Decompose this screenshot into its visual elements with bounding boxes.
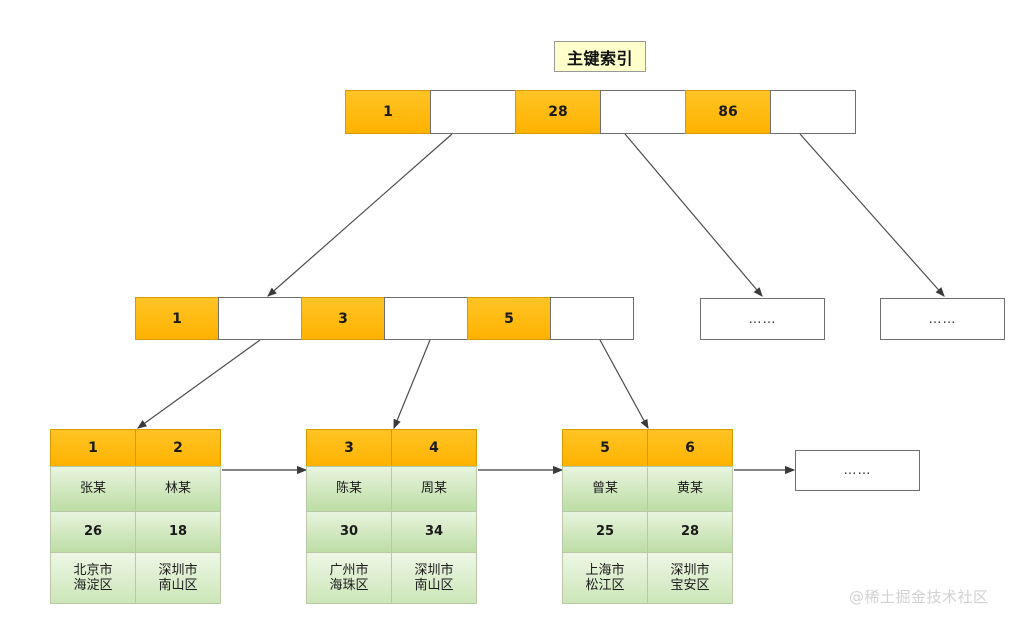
root-cell-pointer-1[interactable]	[430, 90, 516, 134]
leaf-cell-name[interactable]: 张某	[50, 466, 136, 512]
root-cell-key-3[interactable]: 86	[685, 90, 771, 134]
leaf-cell-id[interactable]: 3	[306, 429, 392, 467]
internal-cell-key-2[interactable]: 3	[301, 297, 385, 340]
internal-ellipsis-node-1[interactable]: ……	[700, 298, 825, 340]
leaf-cell-address[interactable]: 深圳市 南山区	[135, 552, 221, 604]
leaf-row-age: 30 34	[306, 511, 478, 553]
leaf-cell-id[interactable]: 6	[647, 429, 733, 467]
leaf-row-name: 张某 林某	[50, 466, 222, 512]
edge-root-to-ellipsis-1	[624, 133, 763, 297]
internal-ellipsis-node-2[interactable]: ……	[880, 298, 1005, 340]
leaf-row-age: 25 28	[562, 511, 734, 553]
root-cell-pointer-2[interactable]	[600, 90, 686, 134]
leaf-cell-address[interactable]: 上海市 松江区	[562, 552, 648, 604]
leaf-cell-id[interactable]: 5	[562, 429, 648, 467]
leaf-node-2[interactable]: 3 4 陈某 周某 30 34 广州市 海珠区 深圳市 南山区	[306, 429, 478, 604]
root-index-node[interactable]: 1 28 86	[345, 90, 856, 134]
leaf-ellipsis-node[interactable]: ……	[795, 450, 920, 491]
leaf-cell-name[interactable]: 黄某	[647, 466, 733, 512]
leaf-row-address: 上海市 松江区 深圳市 宝安区	[562, 552, 734, 604]
leaf-row-id: 1 2	[50, 429, 222, 467]
leaf-cell-id[interactable]: 1	[50, 429, 136, 467]
leaf-cell-address[interactable]: 广州市 海珠区	[306, 552, 392, 604]
leaf-row-name: 曾某 黄某	[562, 466, 734, 512]
edge-internal-to-leaf-2	[393, 339, 431, 430]
internal-cell-key-1[interactable]: 1	[135, 297, 219, 340]
leaf-cell-age[interactable]: 30	[306, 511, 392, 553]
leaf-row-id: 3 4	[306, 429, 478, 467]
page-title: 主键索引	[554, 41, 646, 72]
edge-internal-to-leaf-3	[599, 339, 649, 430]
leaf-cell-age[interactable]: 18	[135, 511, 221, 553]
leaf-node-1[interactable]: 1 2 张某 林某 26 18 北京市 海淀区 深圳市 南山区	[50, 429, 222, 604]
leaf-cell-address[interactable]: 深圳市 宝安区	[647, 552, 733, 604]
leaf-cell-age[interactable]: 26	[50, 511, 136, 553]
leaf-cell-name[interactable]: 周某	[391, 466, 477, 512]
leaf-cell-id[interactable]: 4	[391, 429, 477, 467]
internal-cell-pointer-2[interactable]	[384, 297, 468, 340]
internal-cell-pointer-3[interactable]	[550, 297, 634, 340]
leaf-cell-address[interactable]: 深圳市 南山区	[391, 552, 477, 604]
internal-cell-pointer-1[interactable]	[218, 297, 302, 340]
leaf-cell-name[interactable]: 陈某	[306, 466, 392, 512]
leaf-row-address: 广州市 海珠区 深圳市 南山区	[306, 552, 478, 604]
root-cell-key-2[interactable]: 28	[515, 90, 601, 134]
leaf-row-address: 北京市 海淀区 深圳市 南山区	[50, 552, 222, 604]
leaf-row-age: 26 18	[50, 511, 222, 553]
leaf-row-name: 陈某 周某	[306, 466, 478, 512]
leaf-cell-age[interactable]: 25	[562, 511, 648, 553]
edge-internal-to-leaf-1	[137, 339, 261, 429]
leaf-cell-id[interactable]: 2	[135, 429, 221, 467]
leaf-cell-age[interactable]: 34	[391, 511, 477, 553]
leaf-node-3[interactable]: 5 6 曾某 黄某 25 28 上海市 松江区 深圳市 宝安区	[562, 429, 734, 604]
internal-cell-key-3[interactable]: 5	[467, 297, 551, 340]
root-cell-key-1[interactable]: 1	[345, 90, 431, 134]
edge-root-to-ellipsis-2	[799, 133, 945, 297]
root-cell-pointer-3[interactable]	[770, 90, 856, 134]
leaf-row-id: 5 6	[562, 429, 734, 467]
leaf-cell-name[interactable]: 林某	[135, 466, 221, 512]
watermark: @稀土掘金技术社区	[849, 588, 989, 606]
leaf-cell-age[interactable]: 28	[647, 511, 733, 553]
leaf-cell-address[interactable]: 北京市 海淀区	[50, 552, 136, 604]
edge-root-to-internal	[267, 133, 453, 297]
leaf-cell-name[interactable]: 曾某	[562, 466, 648, 512]
internal-index-node[interactable]: 1 3 5	[135, 297, 634, 340]
